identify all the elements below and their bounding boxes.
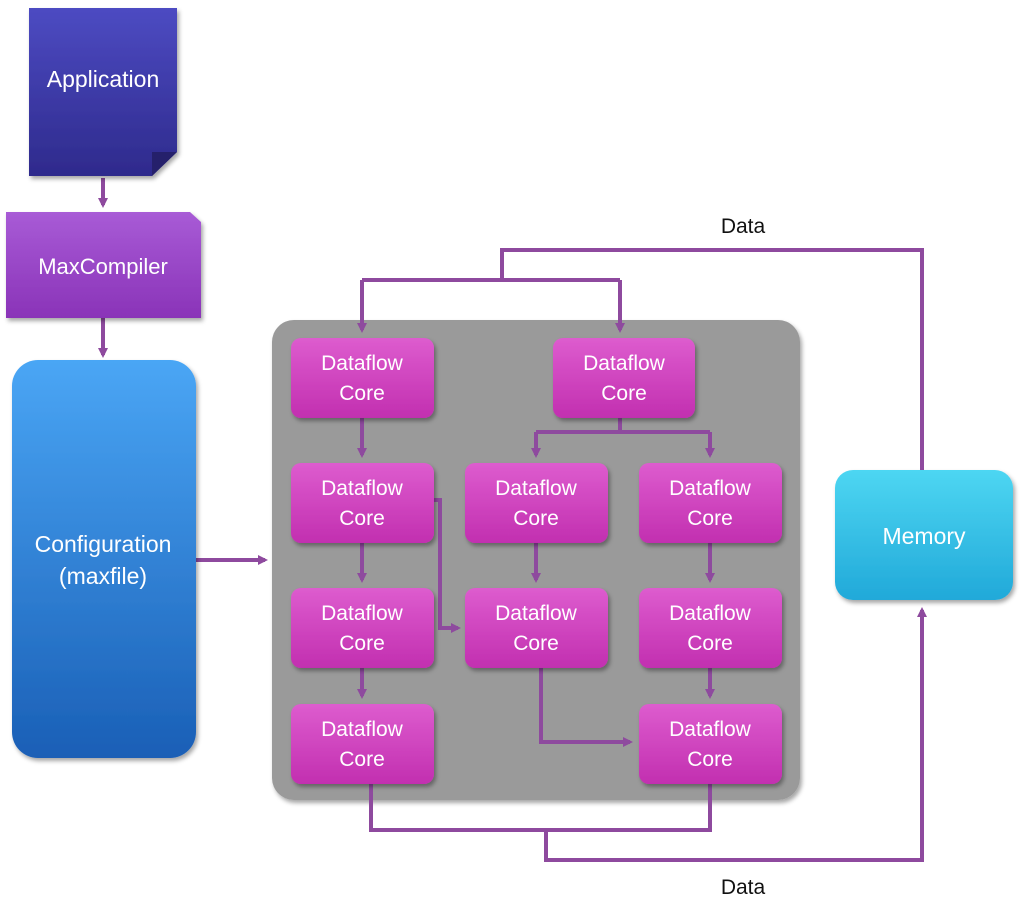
dataflow-core-label-line1: Dataflow [321,602,404,625]
dataflow-core-label-line2: Core [339,507,385,530]
data-feed-top [500,248,924,470]
dataflow-core-label-line2: Core [339,748,385,771]
dataflow-core-label-line2: Core [687,748,733,771]
maxcompiler-node: MaxCompiler [6,212,201,318]
dataflow-core-label-line2: Core [687,632,733,655]
connection-lines [98,178,927,862]
dataflow-core: Dataflow Core [639,704,782,784]
arrow-data-to-memory [544,607,927,862]
data-return-bottom [369,784,712,832]
configuration-label-line2: (maxfile) [59,563,147,589]
dataflow-core: Dataflow Core [291,704,434,784]
dataflow-core-label-line1: Dataflow [495,477,578,500]
dataflow-core-label-line2: Core [339,382,385,405]
configuration-label-line1: Configuration [35,531,172,557]
dataflow-core-label-line2: Core [339,632,385,655]
dataflow-core-label-line2: Core [513,632,559,655]
configuration-node: Configuration (maxfile) [12,360,196,758]
fanout-right-top [536,418,710,434]
dataflow-core-label-line2: Core [513,507,559,530]
dataflow-core-label-line1: Dataflow [321,718,404,741]
dataflow-core: Dataflow Core [639,588,782,668]
application-node: Application [29,8,177,176]
dataflow-core: Dataflow Core [639,463,782,543]
dataflow-core-label-line1: Dataflow [669,718,752,741]
memory-node: Memory [835,470,1013,600]
dataflow-core-label-line1: Dataflow [321,352,404,375]
dataflow-core: Dataflow Core [291,463,434,543]
dataflow-core-label-line2: Core [601,382,647,405]
arrow-core2-to-middle-core [433,498,461,633]
dataflow-cores: Dataflow Core Dataflow Core Dataflow Cor… [291,338,782,784]
application-label: Application [47,66,160,92]
maxcompiler-label: MaxCompiler [38,254,168,279]
data-label-bottom: Data [721,876,766,899]
memory-label: Memory [882,523,966,549]
dataflow-core-label-line1: Dataflow [495,602,578,625]
dataflow-core: Dataflow Core [465,588,608,668]
dataflow-core-label-line1: Dataflow [669,477,752,500]
dataflow-core-label-line1: Dataflow [583,352,666,375]
dataflow-core: Dataflow Core [291,588,434,668]
arrow-middle-to-bottom-right [539,668,633,747]
dataflow-core-label-line1: Dataflow [321,477,404,500]
dataflow-core: Dataflow Core [465,463,608,543]
dataflow-core-label-line1: Dataflow [669,602,752,625]
dataflow-core: Dataflow Core [553,338,695,418]
data-label-top: Data [721,215,766,238]
dataflow-core-label-line2: Core [687,507,733,530]
dataflow-core: Dataflow Core [291,338,434,418]
